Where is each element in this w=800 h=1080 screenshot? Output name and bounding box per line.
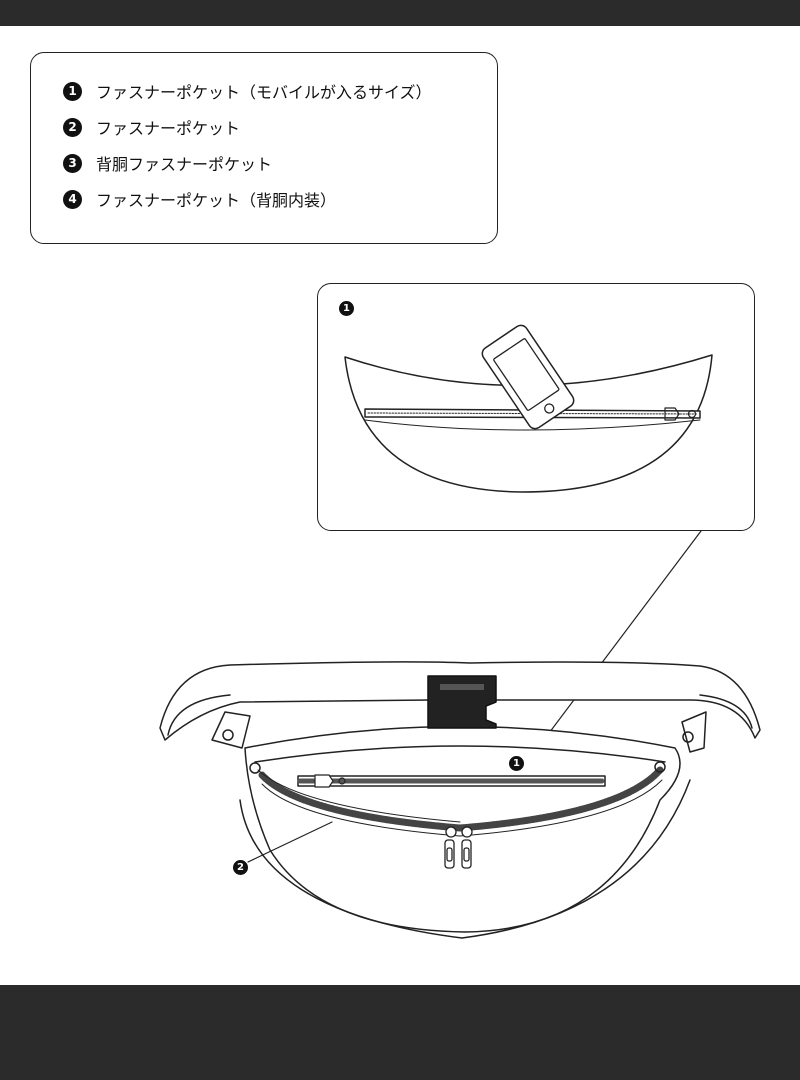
legend-box: 1 ファスナーポケット（モバイルが入るサイズ） 2 ファスナーポケット 3 背胴… (30, 52, 498, 244)
detail-leader-line (524, 530, 702, 766)
top-dark-bar (0, 0, 800, 26)
detail-callout-1: 1 (339, 301, 354, 316)
legend-number-3: 3 (63, 153, 82, 173)
legend-item-3: 3 背胴ファスナーポケット (63, 151, 272, 175)
legend-number-1: 1 (63, 81, 82, 101)
legend-label-4: ファスナーポケット（背胴内装） (96, 191, 337, 210)
bottom-dark-bar (0, 985, 800, 1080)
buckle-icon (427, 675, 497, 729)
legend-label-2: ファスナーポケット (96, 119, 241, 138)
bag-callout-pocket-1: 1 (509, 756, 524, 771)
legend-label-3: 背胴ファスナーポケット (96, 155, 273, 174)
legend-item-4: 4 ファスナーポケット（背胴内装） (63, 187, 336, 211)
bag-body (159, 661, 761, 939)
legend-number-4: 4 (63, 189, 82, 209)
mobile-phone-icon (481, 324, 575, 430)
legend-item-2: 2 ファスナーポケット (63, 115, 240, 139)
bag-callout-pocket-2: 2 (233, 860, 248, 875)
zipper-pulls (444, 826, 473, 869)
legend-number-2: 2 (63, 117, 82, 137)
legend-item-1: 1 ファスナーポケット（モバイルが入るサイズ） (63, 79, 432, 103)
legend-label-1: ファスナーポケット（モバイルが入るサイズ） (96, 83, 432, 102)
